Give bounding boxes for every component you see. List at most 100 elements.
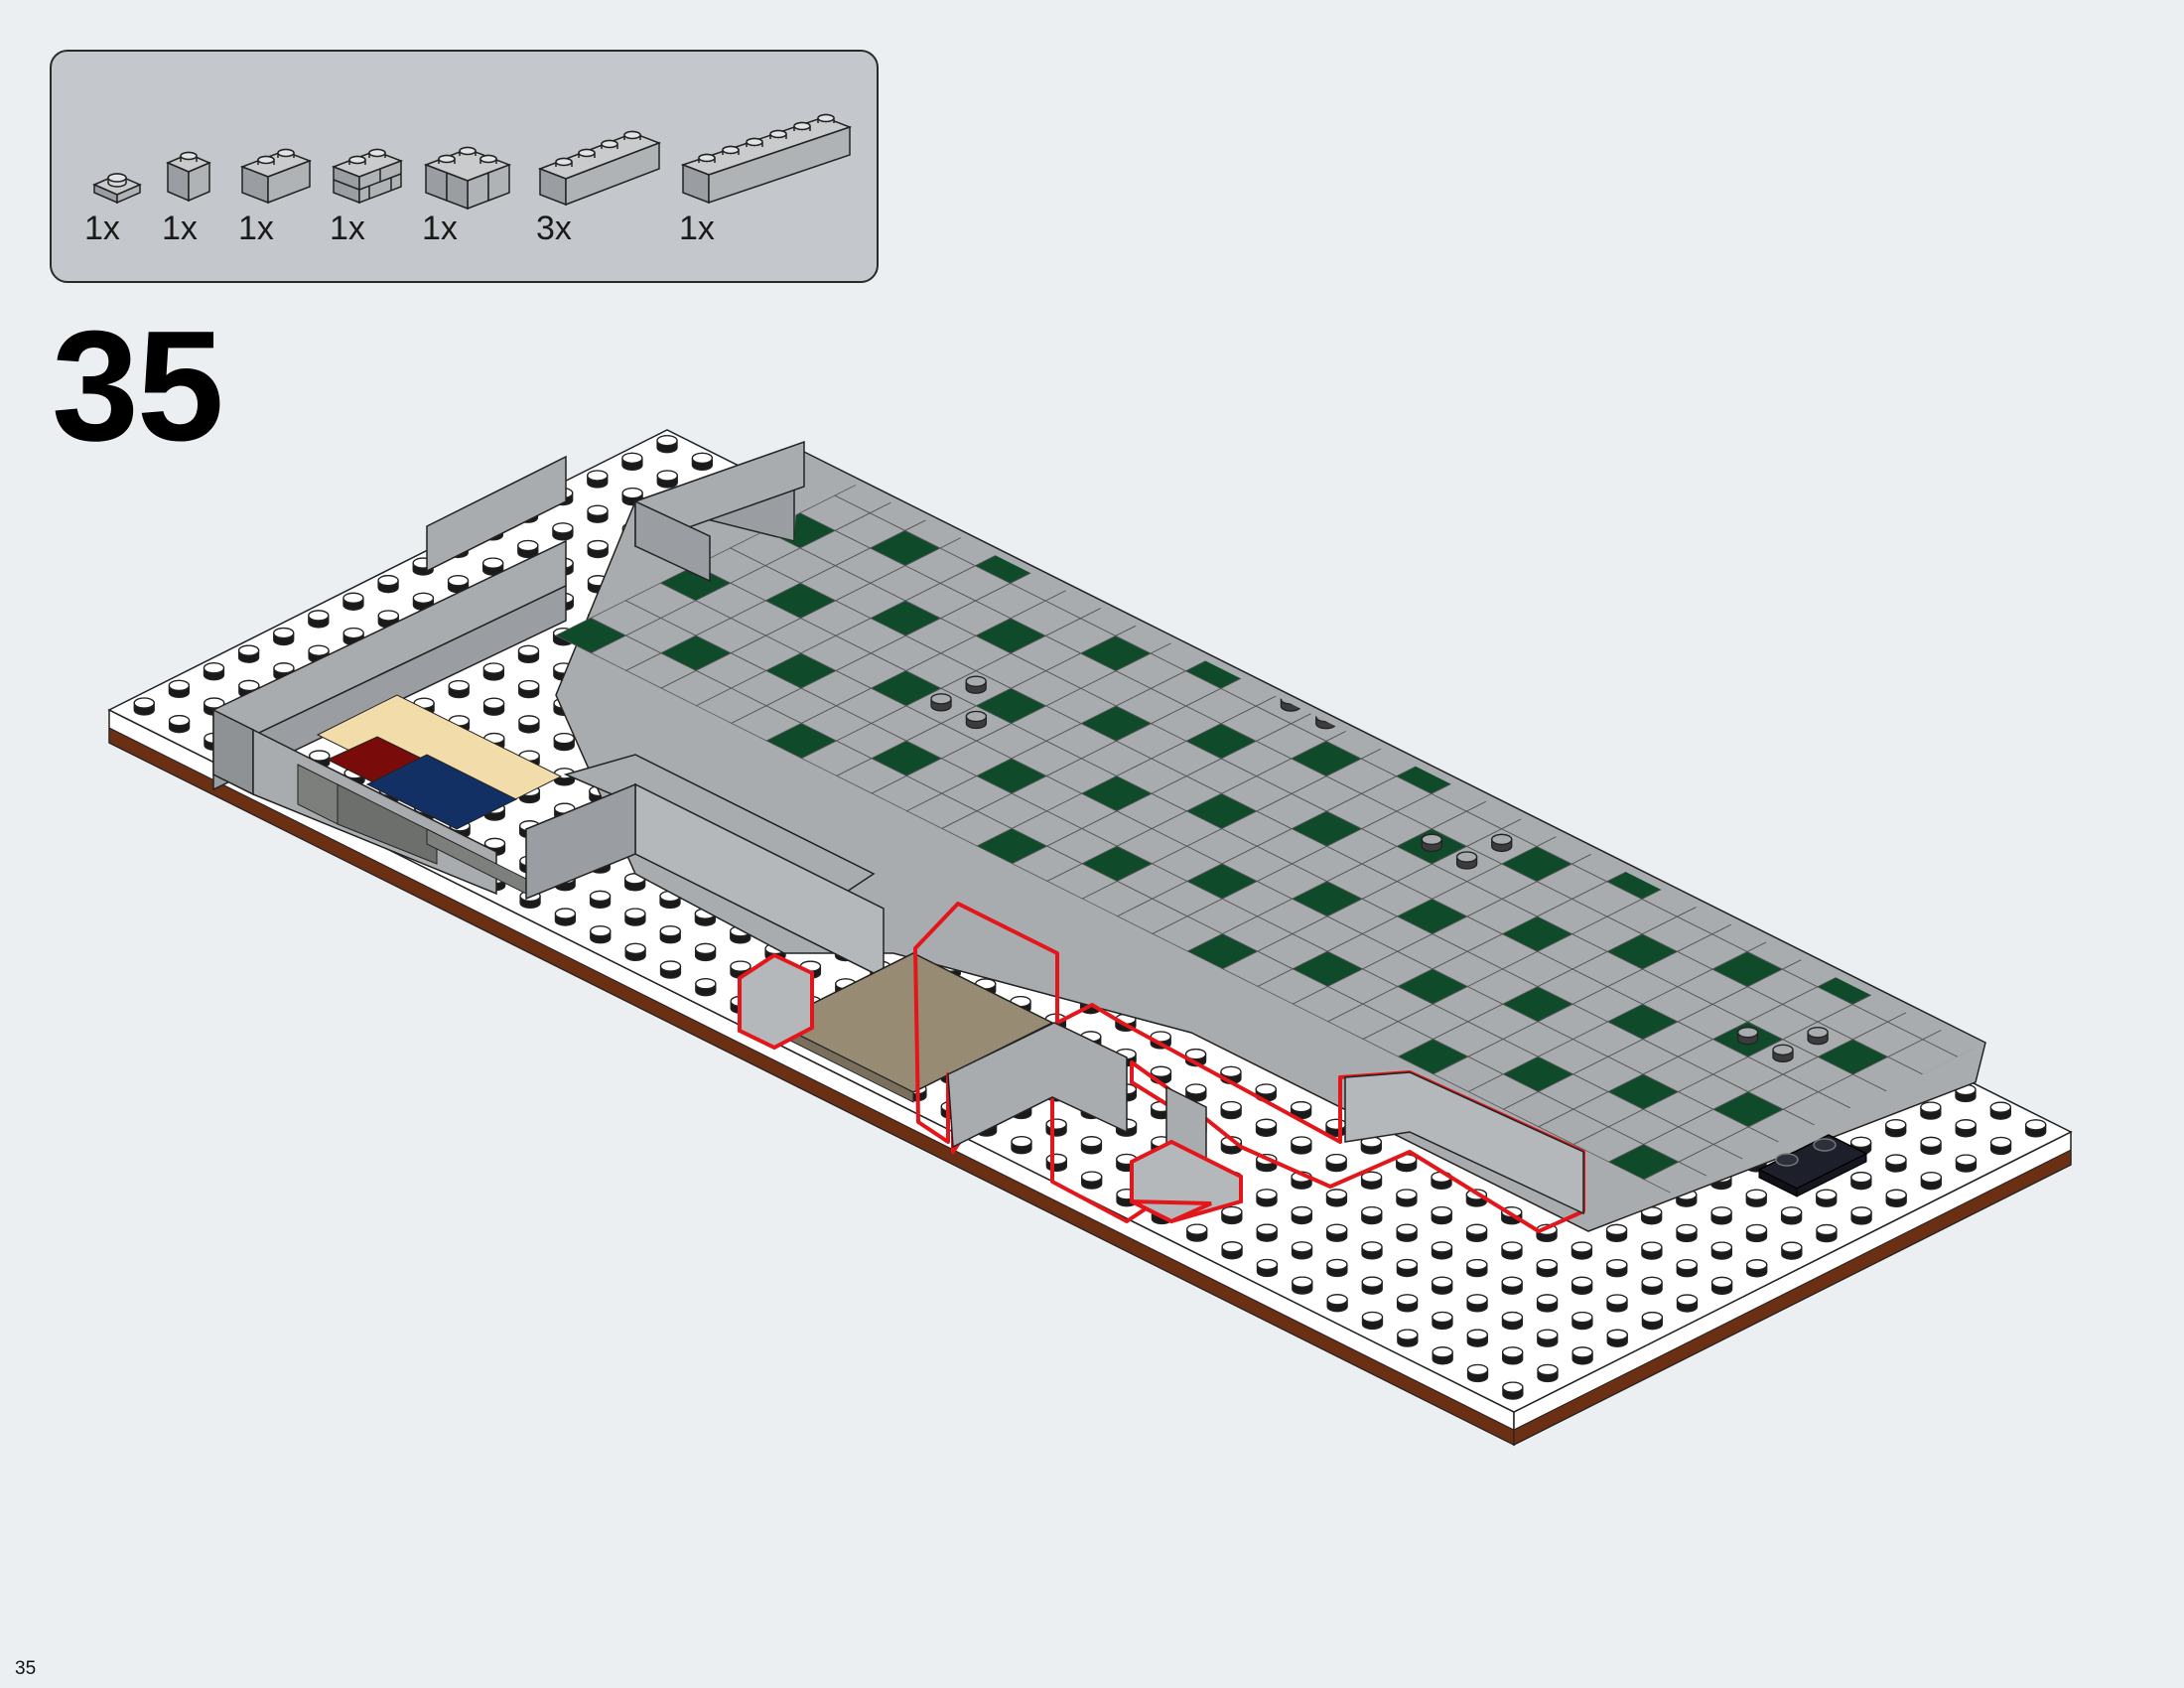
white-stud bbox=[1502, 1381, 1524, 1400]
gray-tile bbox=[1393, 457, 1465, 480]
part-brick-1x6: 1x bbox=[679, 113, 858, 248]
green-tile bbox=[1078, 457, 1151, 462]
gray-tile bbox=[1219, 355, 1289, 390]
gray-tile bbox=[2097, 829, 2166, 864]
gray-tile bbox=[1498, 530, 1571, 567]
gray-tile bbox=[973, 457, 1046, 479]
gray-tile bbox=[2062, 952, 2131, 987]
gray-tile bbox=[1288, 457, 1361, 462]
green-tile bbox=[1709, 741, 1782, 777]
gray-tile bbox=[1218, 530, 1292, 567]
white-stud bbox=[1536, 1294, 1559, 1313]
gray-tile bbox=[1183, 339, 1253, 373]
gray-tile bbox=[2061, 812, 2130, 847]
gray-tile bbox=[1604, 618, 1677, 654]
white-stud bbox=[1045, 1118, 1067, 1137]
white-stud bbox=[1885, 1119, 1907, 1138]
gray-tile bbox=[1009, 494, 1081, 531]
white-stud bbox=[1221, 1241, 1243, 1260]
gray-tile bbox=[1993, 1057, 2063, 1092]
gray-tile bbox=[1849, 706, 1922, 743]
gray-tile bbox=[1991, 812, 2061, 847]
gray-tile bbox=[1254, 408, 1323, 443]
gray-tile bbox=[1150, 390, 1219, 425]
gray-tile bbox=[1358, 457, 1431, 462]
white-stud bbox=[482, 697, 505, 716]
white-stud bbox=[1920, 1136, 1942, 1156]
gray-stud bbox=[1419, 588, 1441, 607]
gray-tile bbox=[1463, 512, 1536, 549]
gray-tile bbox=[1744, 653, 1817, 690]
gray-tile bbox=[1079, 530, 1152, 567]
white-stud bbox=[518, 715, 540, 734]
gray-tile bbox=[1428, 460, 1501, 496]
gray-stud bbox=[1736, 1027, 1759, 1046]
gray-tile bbox=[1535, 723, 1607, 760]
stairs-blue bbox=[365, 754, 518, 830]
green-tile bbox=[1183, 512, 1256, 549]
white-stud bbox=[1360, 1171, 1383, 1190]
gray-tile bbox=[2096, 794, 2165, 829]
white-stud bbox=[554, 908, 577, 926]
gray-tile bbox=[1816, 863, 1888, 901]
gray-tile bbox=[1218, 460, 1291, 496]
gray-stud bbox=[1594, 640, 1616, 660]
gray-tile bbox=[1955, 723, 1976, 760]
green-tile bbox=[1603, 583, 1677, 620]
green-tile bbox=[974, 408, 1043, 443]
green-tile bbox=[1815, 688, 1887, 725]
gray-tile bbox=[2099, 1214, 2168, 1249]
gray-tile bbox=[2168, 1074, 2184, 1109]
gray-stud bbox=[1421, 833, 1442, 853]
gray-tile bbox=[1849, 670, 1922, 707]
gray-tile bbox=[1463, 548, 1537, 585]
gray-tile bbox=[1994, 1267, 2064, 1302]
gray-tile bbox=[1464, 618, 1537, 654]
gray-tile bbox=[1639, 635, 1711, 672]
white-stud bbox=[1816, 1189, 1838, 1207]
part-quantity: 1x bbox=[679, 210, 715, 247]
gray-tile bbox=[1149, 565, 1222, 602]
white-stud bbox=[695, 978, 717, 997]
gray-stud bbox=[965, 710, 988, 730]
white-stud bbox=[1045, 1153, 1067, 1173]
white-stud bbox=[1745, 1223, 1768, 1243]
green-tile bbox=[2026, 864, 2096, 899]
white-stud bbox=[1361, 1205, 1383, 1225]
gray-tile bbox=[1885, 793, 1958, 830]
gray-tile bbox=[1463, 583, 1537, 620]
gray-stud bbox=[1384, 571, 1406, 590]
green-tile bbox=[1184, 373, 1254, 408]
gray-tile bbox=[1884, 688, 1957, 725]
gray-tile bbox=[1814, 653, 1887, 690]
gray-tile bbox=[1850, 915, 1924, 953]
gray-tile bbox=[1675, 793, 1748, 830]
gray-tile bbox=[2098, 1005, 2167, 1040]
white-stud bbox=[1220, 1100, 1242, 1120]
gray-tile bbox=[1253, 457, 1325, 480]
gray-tile bbox=[1744, 688, 1817, 725]
gray-tile bbox=[1219, 390, 1289, 425]
gray-tile bbox=[2062, 916, 2131, 951]
green-tile bbox=[1816, 899, 1888, 935]
gray-tile bbox=[1429, 565, 1501, 602]
gray-tile bbox=[1149, 530, 1221, 567]
gray-tile bbox=[1990, 742, 2060, 776]
white-stud bbox=[1571, 1346, 1593, 1365]
white-stud bbox=[587, 504, 609, 523]
green-tile bbox=[1078, 494, 1152, 531]
green-tile bbox=[1499, 635, 1571, 672]
gray-tile bbox=[1358, 494, 1431, 532]
gray-tile bbox=[1570, 635, 1642, 672]
green-tile bbox=[1708, 601, 1782, 637]
gray-tile bbox=[2027, 900, 2097, 934]
green-tile bbox=[1710, 810, 1783, 848]
white-stud bbox=[1466, 1258, 1488, 1278]
gray-stud bbox=[1807, 1027, 1829, 1046]
gray-tile bbox=[1709, 775, 1783, 812]
gray-tile bbox=[2063, 1092, 2132, 1127]
white-stud bbox=[624, 908, 646, 926]
gray-tile bbox=[1992, 952, 2062, 987]
gray-tile bbox=[2131, 847, 2184, 882]
gray-tile bbox=[1043, 457, 1116, 480]
